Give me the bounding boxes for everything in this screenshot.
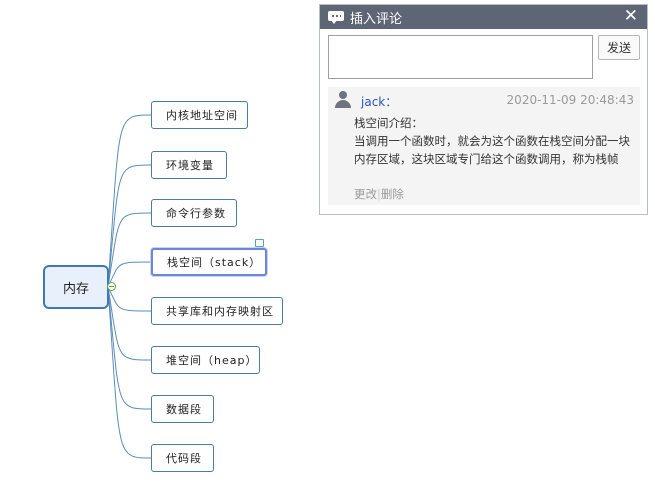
branch-line [107,286,152,312]
mindmap-node[interactable]: 堆空间（heap） [151,346,260,374]
comment-line: 栈空间介绍： [354,116,423,130]
mindmap-root-node[interactable]: 内存 [43,265,109,309]
root-label: 内存 [62,281,89,297]
branch-line [107,286,152,459]
delete-link[interactable]: 删除 [380,187,404,201]
branch-line [107,164,152,288]
comment-text: 栈空间介绍： 当调用一个函数时，就会为这个函数在栈空间分配一块内存区域，这块区域… [354,114,634,168]
collapse-toggle-icon[interactable] [107,282,116,291]
comment-item: jack： 2020-11-09 20:48:43 栈空间介绍： 当调用一个函数… [328,87,640,205]
branch-line [107,261,152,288]
mindmap-node[interactable]: 命令行参数 [151,199,237,227]
comment-input[interactable] [328,35,593,79]
close-icon[interactable]: ✕ [623,6,638,26]
branch-line [107,114,152,288]
insert-comment-panel: 插入评论 ✕ 发送 jack： 2020-11-09 20:48:43 栈空间介… [319,4,648,215]
mindmap-node[interactable]: 内核地址空间 [151,101,248,129]
send-button[interactable]: 发送 [598,35,640,60]
mindmap-branches [107,114,152,459]
mindmap-node[interactable]: 代码段 [151,444,214,472]
comment-author[interactable]: jack： [361,95,398,109]
comment-bubble-icon [328,10,344,24]
edit-link[interactable]: 更改 [354,187,377,201]
user-avatar-icon [334,90,352,108]
panel-title: 插入评论 [350,11,403,27]
comment-line: 当调用一个函数时，就会为这个函数在栈空间分配一块内存区域，这块区域专门给这个函数… [354,134,630,166]
branch-line [107,286,152,410]
panel-header: 插入评论 ✕ [320,5,647,29]
mindmap-node[interactable]: 数据段 [151,395,214,423]
mindmap-node[interactable]: 栈空间（stack） [151,248,267,276]
branch-line [107,286,152,361]
action-separator: | [377,187,381,201]
comment-actions: 更改|删除 [354,186,404,202]
mindmap-node[interactable]: 环境变量 [151,151,227,179]
comment-timestamp: 2020-11-09 20:48:43 [506,93,634,107]
branch-line [107,212,152,288]
comment-indicator-icon[interactable] [255,239,264,247]
mindmap-node[interactable]: 共享库和内存映射区 [151,297,283,325]
